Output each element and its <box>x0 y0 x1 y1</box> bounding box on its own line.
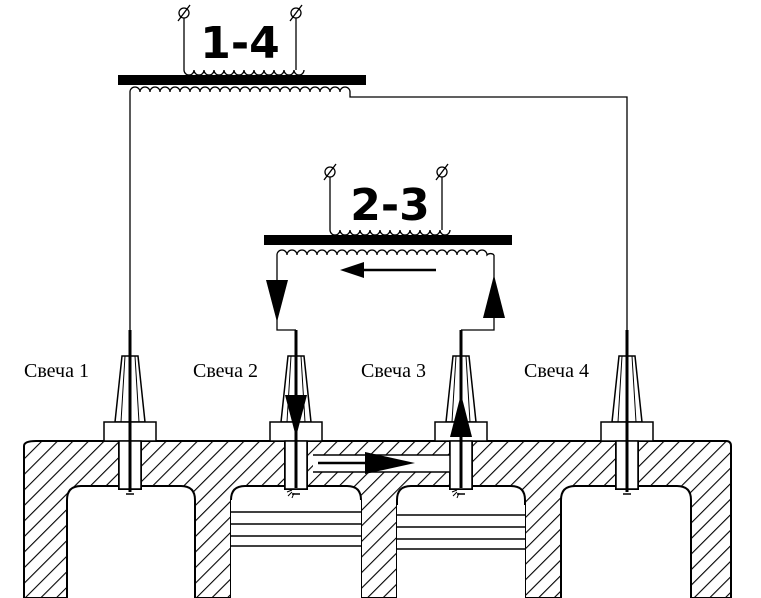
lead-wire-plug-3 <box>461 255 495 331</box>
coil-2-3: 2-3 <box>264 163 512 331</box>
piston-3 <box>397 505 525 598</box>
spark-plug-1 <box>103 330 157 495</box>
terminal-icon <box>289 4 303 22</box>
coil-core <box>118 75 366 85</box>
spark-icon <box>286 489 295 499</box>
arrow-down-icon <box>266 280 288 322</box>
spark-icon <box>451 489 460 499</box>
plug-1-label: Свеча 1 <box>24 360 89 382</box>
plug-4-label: Свеча 4 <box>524 360 589 382</box>
lead-wire-plug-4 <box>349 92 628 330</box>
secondary-winding <box>276 249 495 257</box>
arrow-left-icon <box>340 262 436 278</box>
arrow-up-icon <box>450 394 472 437</box>
terminal-icon <box>435 163 449 181</box>
arrow-right-icon <box>318 452 415 474</box>
piston-2 <box>231 500 361 598</box>
plug-3-label: Свеча 3 <box>361 360 426 382</box>
terminal-icon <box>177 4 191 22</box>
primary-winding <box>183 69 305 76</box>
secondary-winding <box>129 86 351 93</box>
arrow-up-icon <box>483 275 505 318</box>
coil-core <box>264 235 512 245</box>
coil-label: 1-4 <box>200 18 280 69</box>
plug-2-label: Свеча 2 <box>193 360 258 382</box>
engine-block <box>23 440 732 598</box>
coil-label: 2-3 <box>350 180 430 231</box>
coil-1-4: 1-4 <box>118 4 628 330</box>
arrow-down-icon <box>285 395 307 437</box>
current-flow-arrows <box>266 262 505 474</box>
spark-plug-4 <box>600 330 654 495</box>
primary-winding <box>329 229 451 236</box>
terminal-icon <box>323 163 337 181</box>
